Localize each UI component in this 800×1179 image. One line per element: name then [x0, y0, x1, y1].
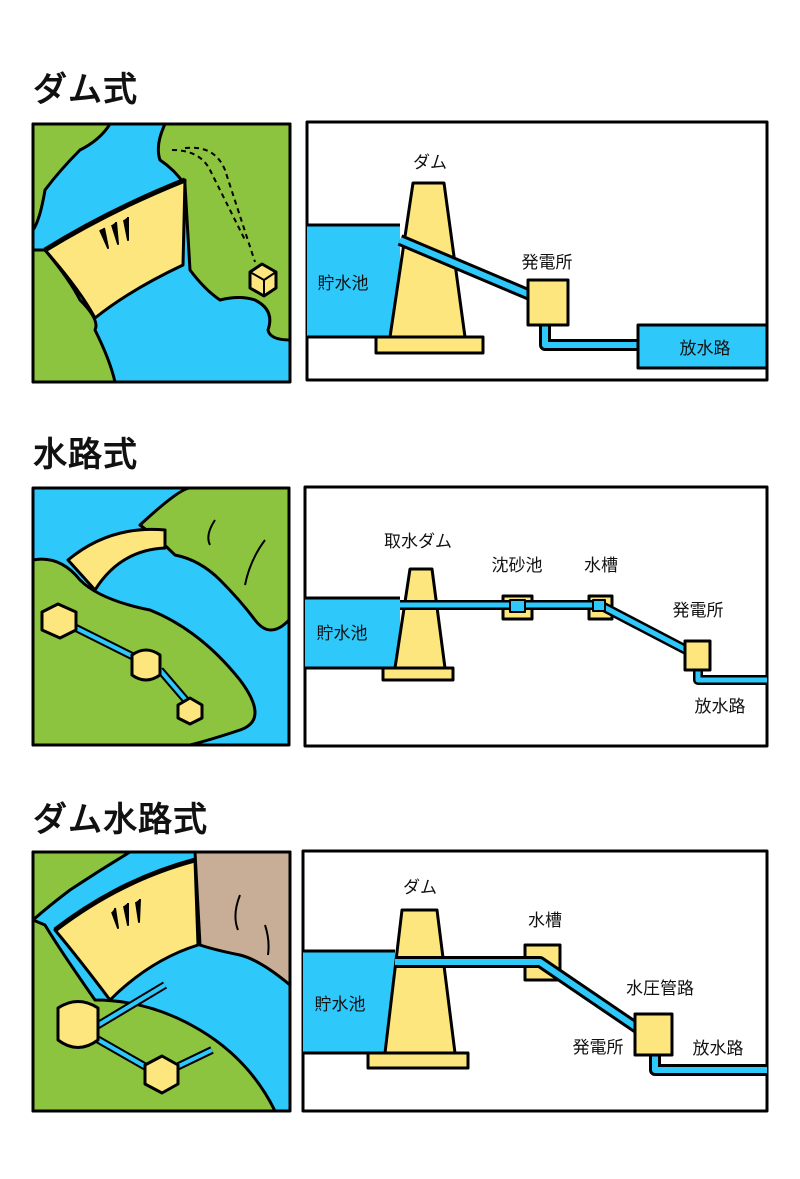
illustration-dam-type: [31, 122, 292, 384]
illustration-waterway-type: [31, 486, 291, 747]
label-reservoir: 貯水池: [318, 274, 369, 294]
powerhouse-icon: [248, 262, 278, 298]
label-penstock: 水圧管路: [626, 979, 694, 999]
diagram-dam-type: [305, 120, 769, 382]
diagram-dam-waterway-type: [301, 849, 769, 1113]
label-powerhouse: 発電所: [673, 601, 724, 621]
label-dam: ダム: [403, 878, 437, 898]
label-powerhouse: 発電所: [573, 1038, 624, 1058]
label-dam: ダム: [413, 153, 447, 173]
label-settling-basin: 沈砂池: [492, 556, 543, 576]
label-reservoir: 貯水池: [315, 995, 366, 1015]
label-tailrace: 放水路: [693, 1039, 744, 1059]
label-powerhouse: 発電所: [522, 253, 573, 273]
section-title-dam-waterway-type: ダム水路式: [33, 800, 208, 840]
label-reservoir: 貯水池: [317, 624, 368, 644]
section-title-waterway-type: 水路式: [33, 435, 138, 475]
section-title-dam-type: ダム式: [33, 70, 138, 110]
illustration-dam-waterway-type: [31, 850, 292, 1113]
label-head-tank: 水槽: [528, 911, 562, 931]
label-head-tank: 水槽: [584, 556, 618, 576]
diagram-waterway-type: [303, 485, 769, 748]
label-tailrace: 放水路: [680, 339, 731, 359]
label-tailrace: 放水路: [695, 697, 746, 717]
label-intake-dam: 取水ダム: [384, 532, 452, 552]
